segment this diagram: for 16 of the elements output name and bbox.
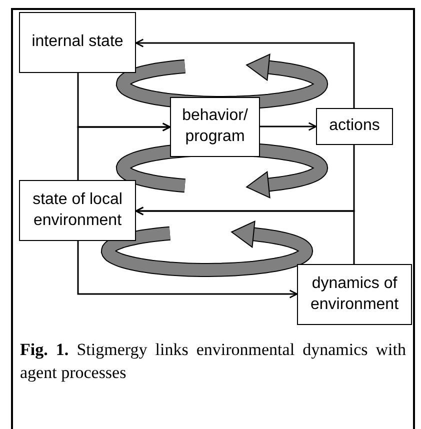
box-label: internal state [32,32,124,52]
box-label: dynamics of environment [309,274,400,314]
arrow [260,122,317,131]
figure-caption: Fig. 1. Stigmergy links environmental dynamics with agent processes [20,339,406,384]
process-box [170,97,260,157]
process-box [19,180,136,241]
process-box [19,12,136,73]
arrow [77,241,298,298]
process-box [297,264,412,325]
box-label: actions [329,116,380,136]
process-box [316,108,393,145]
box-label: state of local environment [32,190,124,230]
arrow [77,122,171,180]
box-label: behavior/ program [181,106,249,147]
arrow [135,38,355,108]
arrow [135,206,355,264]
